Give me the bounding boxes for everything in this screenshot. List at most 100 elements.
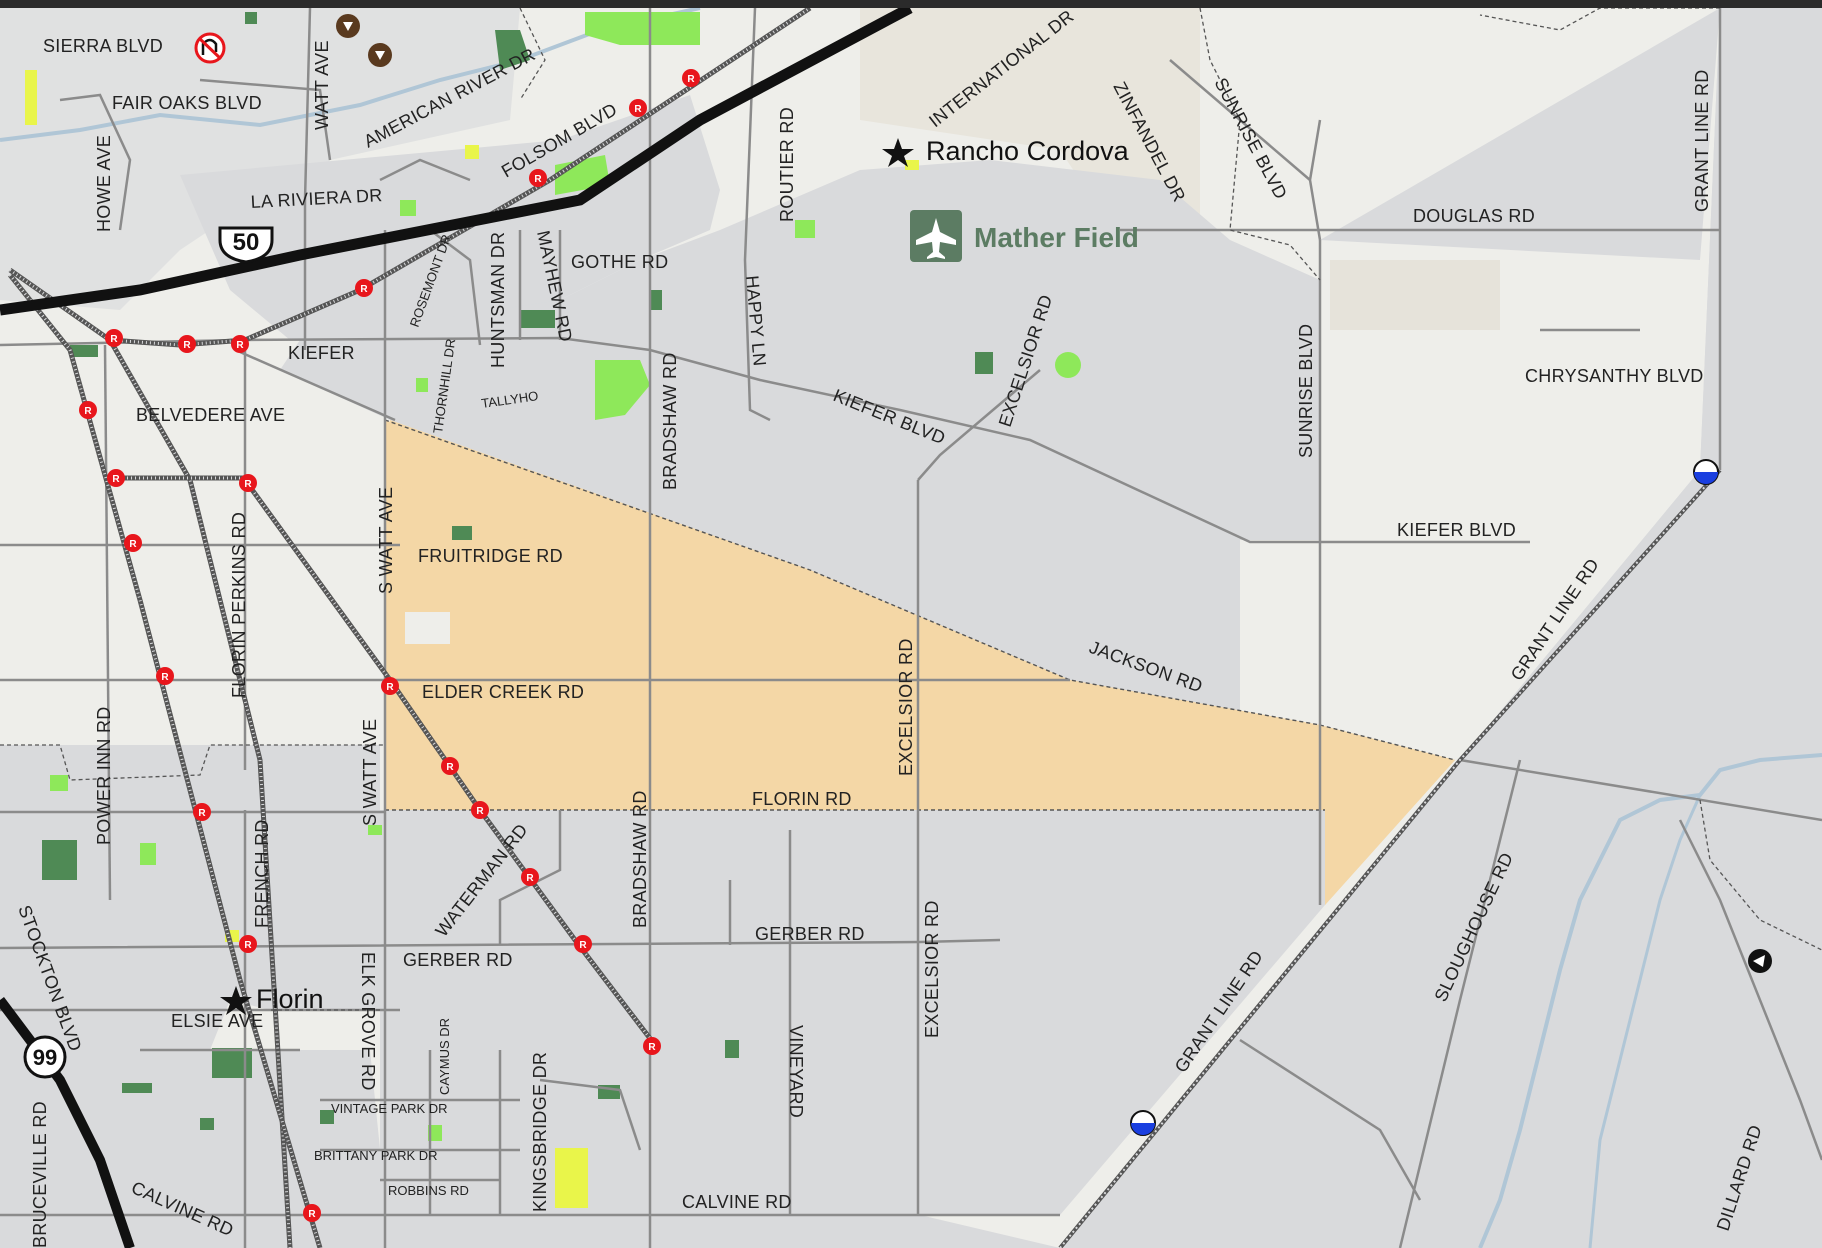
svg-text:R: R — [84, 406, 92, 417]
rail-crossing-icon[interactable]: R — [381, 677, 399, 695]
urban-zone-southeast — [920, 810, 1325, 1215]
river-branch — [1588, 794, 1702, 1248]
rail-crossing-icon[interactable]: R — [521, 868, 539, 886]
label-elk-grove-rd: ELK GROVE RD — [358, 952, 378, 1091]
star-icon-florin — [220, 986, 252, 1015]
rail-crossing-icon[interactable]: R — [355, 279, 373, 297]
rail-crossing-icon[interactable]: R — [682, 69, 700, 87]
svg-text:R: R — [534, 174, 542, 185]
label-routier-rd: ROUTIER RD — [777, 107, 797, 222]
rail-crossing-icon[interactable]: R — [105, 329, 123, 347]
rail-crossing-icon[interactable]: R — [239, 474, 257, 492]
label-bruceville-rd: BRUCEVILLE RD — [30, 1101, 50, 1248]
urban-zone-southwest — [0, 745, 380, 1248]
label-sierra-blvd: SIERRA BLVD — [43, 36, 163, 56]
park-vintage — [320, 1110, 334, 1124]
label-vintage-park-dr: VINTAGE PARK DR — [331, 1101, 448, 1116]
svg-text:R: R — [446, 762, 454, 773]
park-thornhill — [416, 378, 428, 392]
label-mather-field: Mather Field — [974, 222, 1139, 253]
park-power-inn — [50, 775, 68, 791]
park-yellow-west — [25, 70, 37, 125]
park-brittany — [200, 1118, 214, 1130]
rail-crossing-icon[interactable]: R — [156, 667, 174, 685]
ca-99-shield: 99 — [23, 1035, 67, 1079]
highlighted-area-fill — [385, 420, 1455, 905]
label-gothe-rd: GOTHE RD — [571, 252, 668, 272]
water-marker-icon-2[interactable] — [1130, 1110, 1156, 1136]
svg-text:99: 99 — [33, 1045, 57, 1070]
rail-crossing-icon[interactable]: R — [643, 1037, 661, 1055]
svg-text:R: R — [634, 104, 642, 115]
arrow-marker-icon — [1748, 949, 1772, 973]
park-mayhew — [520, 310, 555, 328]
svg-text:R: R — [526, 873, 534, 884]
label-gerber-rd-east: GERBER RD — [755, 924, 865, 944]
star-icon-rancho-cordova — [882, 138, 914, 167]
park-yellow-north — [465, 145, 479, 159]
rail-crossing-icon[interactable]: R — [629, 99, 647, 117]
svg-text:R: R — [244, 479, 252, 490]
park-s-watt — [368, 825, 382, 835]
rail-crossing-icon[interactable]: R — [239, 935, 257, 953]
label-kiefer: KIEFER — [288, 343, 355, 363]
label-chrysanthy-blvd: CHRYSANTHY BLVD — [1525, 366, 1704, 386]
us-50-shield: 50 — [218, 226, 274, 264]
water-marker-icon-1[interactable] — [1693, 459, 1719, 485]
road-network — [0, 8, 1822, 1248]
svg-text:R: R — [360, 284, 368, 295]
svg-text:R: R — [386, 682, 394, 693]
urban-zone-south — [380, 810, 1060, 1248]
rail-crossing-icon[interactable]: R — [193, 803, 211, 821]
urban-zone-mather — [280, 160, 1320, 735]
rail-crossing-icon[interactable]: R — [124, 534, 142, 552]
svg-text:R: R — [110, 334, 118, 345]
park-routier — [795, 220, 815, 238]
park-sierra — [245, 12, 257, 24]
rail-crossing-icon[interactable]: R — [107, 469, 125, 487]
airport-icon[interactable] — [910, 210, 962, 262]
rail-crossing-markers[interactable]: R R R R R R R R R R R R R R R R R R R R R — [79, 69, 700, 1222]
label-florin-perkins-rd: FLORIN PERKINS RD — [229, 512, 249, 698]
label-s-watt-ave-north: S WATT AVE — [376, 487, 396, 594]
label-kiefer-blvd-east: KIEFER BLVD — [1397, 520, 1516, 540]
label-french-rd: FRENCH RD — [252, 819, 272, 928]
label-huntsman-dr: HUNTSMAN DR — [488, 232, 508, 368]
no-u-turn-icon — [194, 32, 226, 64]
rail-crossing-icon[interactable]: R — [471, 801, 489, 819]
label-howe-ave: HOWE AVE — [94, 135, 114, 232]
park-american-river — [495, 30, 530, 70]
label-caymus-dr: CAYMUS DR — [437, 1018, 452, 1095]
label-vineyard: VINEYARD — [786, 1025, 806, 1118]
park-power-inn-2 — [42, 840, 77, 880]
park-yellow-south — [555, 1148, 588, 1208]
label-excelsior-rd-mid: EXCELSIOR RD — [896, 638, 916, 776]
park-fruitridge — [452, 526, 472, 540]
svg-text:R: R — [129, 539, 137, 550]
park-mather-1 — [975, 352, 993, 374]
park-rancho — [905, 160, 919, 170]
park-kiefer-west — [70, 345, 98, 357]
direction-marker-icon-1 — [336, 14, 360, 38]
svg-text:R: R — [244, 940, 252, 951]
rail-crossing-icon[interactable]: R — [441, 757, 459, 775]
svg-text:R: R — [687, 74, 695, 85]
label-excelsior-rd-south: EXCELSIOR RD — [922, 900, 942, 1038]
rail-crossing-icon[interactable]: R — [303, 1204, 321, 1222]
label-bradshaw-rd-north: BRADSHAW RD — [660, 352, 680, 490]
urban-zone-northwest — [0, 8, 520, 310]
park-north — [585, 12, 700, 45]
rail-crossing-icon[interactable]: R — [529, 169, 547, 187]
label-douglas-rd: DOUGLAS RD — [1413, 206, 1535, 226]
label-brittany-park-dr: BRITTANY PARK DR — [314, 1148, 438, 1163]
rail-crossing-icon[interactable]: R — [178, 335, 196, 353]
rail-crossing-icon[interactable]: R — [574, 935, 592, 953]
label-bradshaw-rd-south: BRADSHAW RD — [630, 790, 650, 928]
label-gerber-rd-west: GERBER RD — [403, 950, 513, 970]
label-grant-line-rd-north: GRANT LINE RD — [1692, 69, 1712, 212]
park-la-riviera — [400, 200, 416, 216]
rail-crossing-icon[interactable]: R — [79, 401, 97, 419]
rail-crossing-icon[interactable]: R — [231, 335, 249, 353]
